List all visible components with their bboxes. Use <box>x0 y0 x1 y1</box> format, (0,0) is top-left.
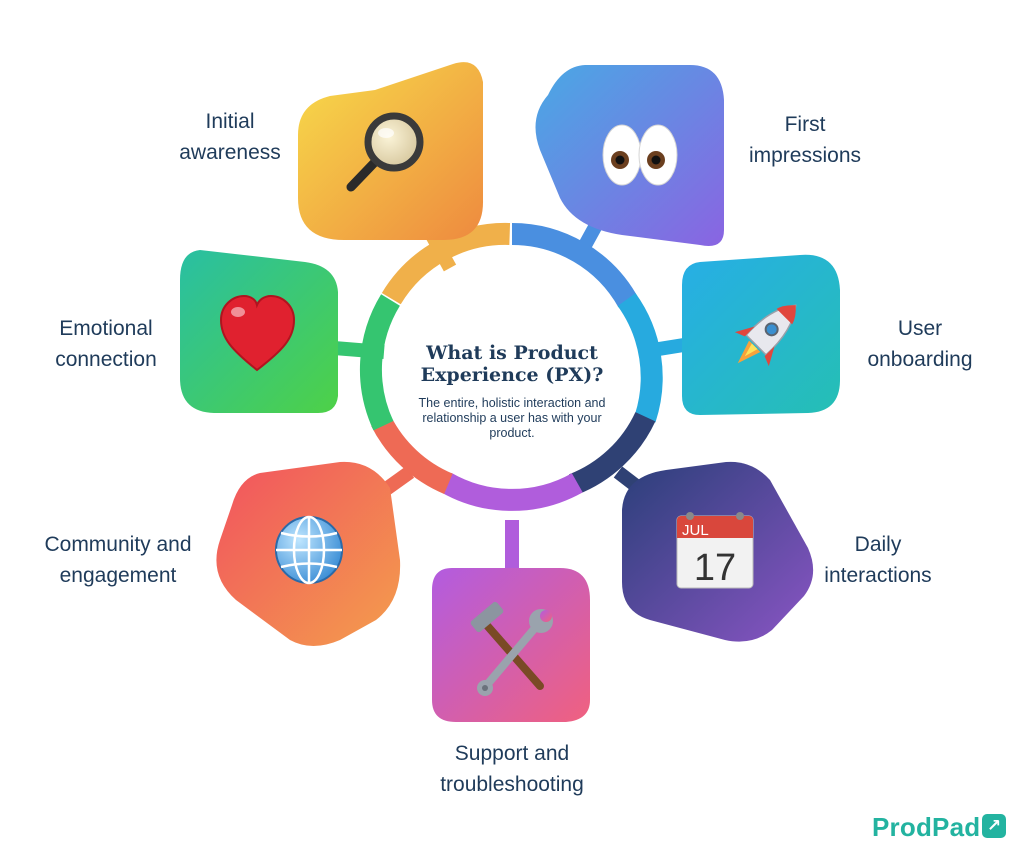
center-subtitle: The entire, holistic interaction and rel… <box>418 396 606 440</box>
ring-segment-initial-awareness <box>381 222 511 305</box>
ring-segment-daily-interactions <box>568 411 656 495</box>
calendar-day: 17 <box>694 547 736 589</box>
magnifying-glass-icon <box>346 112 424 192</box>
center-ring <box>359 222 663 511</box>
ring-segment-community <box>371 415 453 494</box>
heart-icon <box>219 294 296 372</box>
calendar-month: JUL <box>682 522 709 539</box>
stage-box-support <box>432 568 590 722</box>
globe-icon <box>275 515 343 585</box>
ring-segment-first-impressions <box>511 223 638 308</box>
ring-segment-support <box>440 472 583 511</box>
brand-logo-text: ProdPad <box>872 812 981 842</box>
ring-segment-emotional <box>359 294 401 431</box>
hammer-and-wrench-icon <box>470 601 553 696</box>
ring-segment-user-onboarding <box>617 293 663 423</box>
calendar-icon: JUL 17 <box>676 512 754 589</box>
rocket-icon <box>734 304 797 367</box>
center-title: What is Product Experience (PX)? <box>420 342 604 386</box>
eyes-icon <box>602 124 678 186</box>
brand-logo-icon: ↗ <box>982 814 1006 838</box>
